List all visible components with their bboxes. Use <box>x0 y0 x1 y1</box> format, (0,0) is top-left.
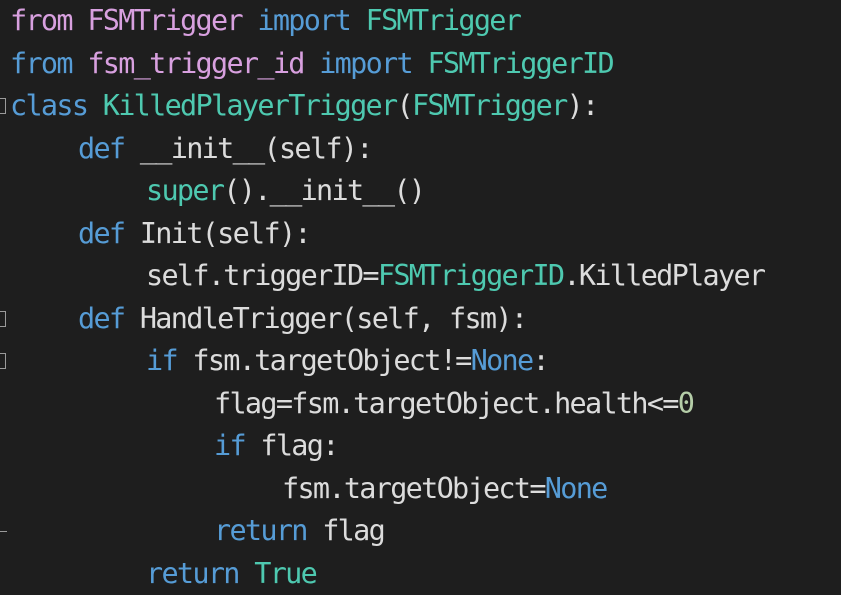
code-line[interactable]: from FSMTrigger import FSMTrigger <box>10 0 522 42</box>
code-token: None <box>470 344 535 377</box>
code-token: FSMTrigger <box>87 4 243 37</box>
code-token: super <box>146 174 225 207</box>
fold-end-marker <box>0 531 7 532</box>
code-token: from <box>10 46 74 80</box>
code-line[interactable]: return True <box>146 553 318 595</box>
code-token: Init(self): <box>124 216 312 250</box>
code-token: def <box>78 216 126 250</box>
code-token: import <box>257 4 351 37</box>
fold-toggle-icon[interactable] <box>0 98 6 114</box>
code-token: flag=fsm.targetObject.health<= <box>214 386 679 420</box>
code-token <box>239 557 254 590</box>
code-token: ().__init__() <box>223 174 426 207</box>
code-token: .KilledPlayer <box>563 259 766 292</box>
code-token: class <box>10 89 89 122</box>
code-token: def <box>78 131 126 165</box>
code-token <box>72 4 87 37</box>
code-token: flag: <box>244 429 339 462</box>
code-line[interactable]: fsm.targetObject=None <box>282 468 609 510</box>
code-token: None <box>544 471 609 505</box>
code-token <box>72 47 87 80</box>
code-line[interactable]: flag=fsm.targetObject.health<=0 <box>214 383 695 425</box>
code-line[interactable]: def HandleTrigger(self, fsm): <box>78 298 528 340</box>
code-token <box>242 4 257 37</box>
code-line[interactable]: return flag <box>214 510 386 552</box>
code-token <box>412 47 427 80</box>
code-token: if <box>146 344 179 377</box>
code-token: FSMTrigger <box>365 4 522 37</box>
code-line[interactable]: def __init__(self): <box>78 128 374 170</box>
code-token: fsm.targetObject= <box>282 471 546 505</box>
code-token: import <box>319 46 413 80</box>
code-token: return <box>214 514 308 547</box>
code-token: if <box>214 429 247 462</box>
code-token: ): <box>566 89 600 122</box>
code-token: : <box>532 344 549 377</box>
code-token: def <box>78 301 126 335</box>
code-token: __init__(self): <box>124 131 374 165</box>
code-token: HandleTrigger(self, fsm): <box>124 301 528 335</box>
code-token: KilledPlayerTrigger <box>102 89 398 122</box>
code-token: return <box>146 556 240 590</box>
fold-toggle-icon[interactable] <box>0 353 6 369</box>
code-token: FSMTrigger <box>411 89 568 122</box>
code-token: from <box>10 4 74 37</box>
code-token <box>350 4 365 37</box>
code-line[interactable]: def Init(self): <box>78 213 312 255</box>
code-line[interactable]: class KilledPlayerTrigger(FSMTrigger): <box>10 85 600 127</box>
code-token: ( <box>396 89 413 122</box>
code-token <box>87 89 102 122</box>
code-line[interactable]: if flag: <box>214 425 339 467</box>
code-line[interactable]: super().__init__() <box>146 170 426 212</box>
code-token: fsm.targetObject!= <box>176 344 472 377</box>
code-line[interactable]: self.triggerID=FSMTriggerID.KilledPlayer <box>146 255 766 297</box>
code-token: 0 <box>677 386 695 420</box>
code-line[interactable]: from fsm_trigger_id import FSMTriggerID <box>10 43 615 85</box>
code-token: fsm_trigger_id <box>87 46 305 80</box>
fold-toggle-icon[interactable] <box>0 310 6 327</box>
code-token: flag <box>306 514 386 547</box>
code-line[interactable]: if fsm.targetObject!=None: <box>146 340 550 382</box>
code-token: FSMTriggerID <box>427 46 614 80</box>
code-token: self.triggerID= <box>146 259 380 292</box>
code-token: FSMTriggerID <box>377 259 565 292</box>
code-token: True <box>254 556 318 590</box>
code-token <box>304 47 319 80</box>
